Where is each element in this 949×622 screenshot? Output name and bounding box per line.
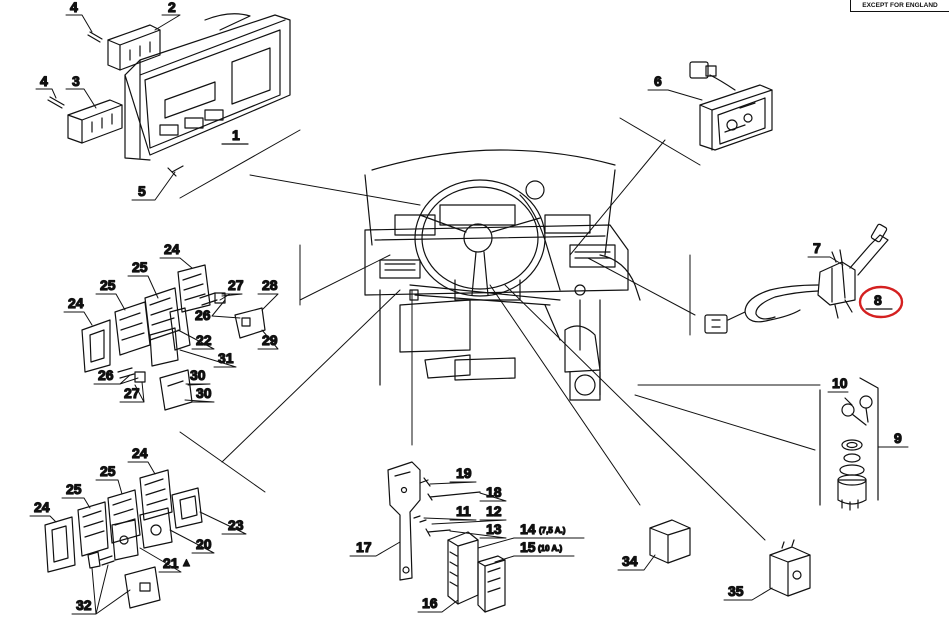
part-6-control-panel: [689, 61, 773, 151]
part-label-15-rating: (10 A.): [538, 544, 562, 553]
part-label-25a: 25: [132, 259, 148, 275]
variant-note: EXCEPT FOR ENGLAND: [850, 0, 949, 12]
part-label-21: 21: [163, 555, 179, 571]
part-label-14-rating: (7,5 A.): [539, 526, 566, 535]
part-label-24b: 24: [68, 295, 84, 311]
part-label-3: 3: [72, 73, 80, 89]
part-label-1: 1: [232, 127, 240, 143]
dashboard-cab-view: [364, 149, 641, 401]
part-label-24d: 24: [34, 499, 50, 515]
switch-group-lower: [44, 469, 203, 609]
part-label-26a: 26: [195, 307, 211, 323]
part-label-14: 14: [520, 521, 536, 537]
part-label-6: 6: [654, 73, 662, 89]
part-label-13: 13: [486, 521, 502, 537]
part-label-12: 12: [486, 503, 502, 519]
part-label-25b: 25: [100, 277, 116, 293]
highlight-circle-part-8: [858, 285, 904, 319]
leader-lines: [179, 117, 821, 541]
part-label-22: 22: [196, 332, 212, 348]
part-17-bracket: [387, 461, 421, 581]
part-label-28: 28: [262, 277, 278, 293]
part-8-combination-switch: [704, 223, 889, 334]
part-label-4a: 4: [70, 0, 78, 15]
part-label-32: 32: [76, 597, 92, 613]
part-label-34: 34: [622, 553, 638, 569]
part-label-2: 2: [168, 0, 176, 15]
part-35-relay: [769, 539, 811, 597]
part-9-ignition-switch: [819, 377, 879, 511]
part-label-7: 7: [813, 240, 821, 256]
part-label-9: 9: [894, 430, 902, 446]
part-label-10: 10: [832, 375, 848, 391]
part-label-24c: 24: [132, 445, 148, 461]
part-label-15: 15: [520, 539, 536, 555]
part-label-23: 23: [228, 517, 244, 533]
part-label-16: 16: [422, 595, 438, 611]
part-16-fuse-box: [447, 531, 506, 613]
part-label-4b: 4: [40, 73, 48, 89]
part-label-25d: 25: [66, 481, 82, 497]
switch-group-upper: [81, 264, 266, 411]
part-4-pin-lower: [47, 96, 65, 109]
part-label-30a: 30: [190, 367, 206, 383]
part-4-pin-upper: [87, 31, 103, 43]
part-label-27b: 27: [124, 385, 140, 401]
part-label-21-marker: ▲: [181, 557, 192, 569]
part-2-connector: [107, 24, 161, 71]
part-label-5: 5: [138, 183, 146, 199]
part-3-connector: [67, 99, 123, 144]
part-34-relay: [649, 519, 691, 564]
part-label-27a: 27: [228, 277, 244, 293]
part-label-30b: 30: [196, 385, 212, 401]
fasteners: [413, 477, 481, 537]
part-label-11: 11: [456, 503, 471, 519]
part-label-25c: 25: [100, 463, 116, 479]
part-label-8: 8: [874, 292, 882, 308]
part-label-20: 20: [196, 536, 212, 552]
part-label-26b: 26: [98, 367, 114, 383]
part-label-24a: 24: [164, 241, 180, 257]
part-label-17: 17: [356, 539, 372, 555]
part-1-instrument-cluster: [124, 13, 291, 177]
part-label-35: 35: [728, 583, 744, 599]
part-label-19: 19: [456, 465, 472, 481]
